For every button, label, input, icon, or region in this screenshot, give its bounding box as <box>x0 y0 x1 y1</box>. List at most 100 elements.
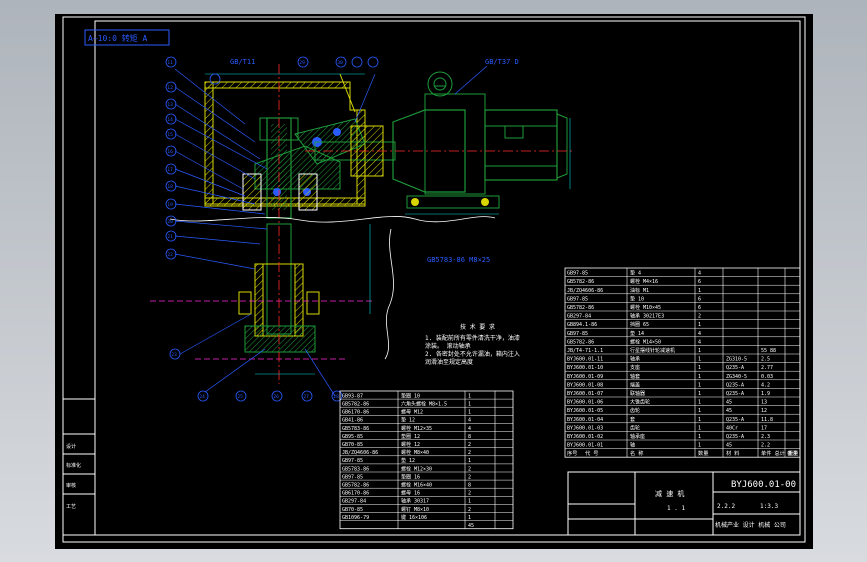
bom-right-qty: 1 <box>698 365 701 371</box>
callout-number: 26 <box>273 394 279 400</box>
callout-balloons <box>165 56 379 402</box>
bom-right-qty: 1 <box>698 391 701 397</box>
bom-right-name: 油标 M1 <box>630 287 649 294</box>
bom-left-code: GB70-85 <box>342 507 363 513</box>
bom-right-header-cell: 代 号 <box>585 449 599 457</box>
callout-number: 23 <box>171 352 177 358</box>
bom-right-code: GB97-85 <box>567 271 588 277</box>
bom-left-last-value: 45 <box>468 523 474 529</box>
bom-right-material: ZG310-5 <box>726 357 747 363</box>
bom-left-name: 垫圈 12 <box>401 433 420 440</box>
bom-right-qty: 1 <box>698 425 701 431</box>
bom-right-qty: 1 <box>698 443 701 449</box>
bom-right-material: 45 <box>726 408 732 414</box>
bom-left-code: GB97-85 <box>342 458 363 464</box>
bom-right-name: 轴承 <box>630 356 640 363</box>
bom-left-name: 螺钉 M8×10 <box>401 506 429 513</box>
bom-left-code: GB95-85 <box>342 434 363 440</box>
callout-number: 19 <box>167 202 173 208</box>
total-weight: 2.2.2 <box>717 503 735 510</box>
bom-left-code: GB70-85 <box>342 442 363 448</box>
bom-right-name: 轴承 30217E3 <box>630 313 664 320</box>
bom-left-code: GB97-85 <box>342 474 363 480</box>
bom-right-material: ZG340-5 <box>726 374 747 380</box>
left-block-row-4: 工艺 <box>66 504 76 510</box>
bom-right-header-cell: 名 称 <box>630 449 644 457</box>
bom-left-code: GB6170-86 <box>342 410 369 416</box>
bom-right-code: GB97-85 <box>567 296 588 302</box>
bom-right-qty: 1 <box>698 288 701 294</box>
tech-note-line-4: 润滑油至规定高度 <box>425 358 473 366</box>
bom-right-name: 齿轮 <box>630 407 640 414</box>
callout-number: 25 <box>237 394 243 400</box>
callout-number: 15 <box>167 132 173 138</box>
bom-left-name: 垫 12 <box>401 457 415 464</box>
bom-left-name: 螺栓 M12×30 <box>401 465 432 472</box>
bom-left-name: 键 16×106 <box>401 514 427 521</box>
bom-left-name: 六角头螺栓 M8×1.5 <box>401 401 447 408</box>
bom-left-qty: 8 <box>468 483 471 489</box>
bom-left-qty: 2 <box>468 466 471 472</box>
bom-left-code: GB1096-79 <box>342 515 369 521</box>
callout-text-bottom: GB5783-86 M8×25 <box>427 256 490 264</box>
left-block-row-3: 审核 <box>66 482 76 489</box>
left-block-row-1: 设计 <box>66 443 76 450</box>
bom-right-code: GB5782-86 <box>567 339 594 345</box>
bom-right-header-cell: 备注 <box>787 449 797 457</box>
callout-number: 24 <box>199 394 205 400</box>
callout-number: 14 <box>167 117 173 123</box>
tech-note-line-1: 1. 装配前所有零件清洗干净，油漆 <box>425 334 520 342</box>
bom-left-code: GB5783-86 <box>342 466 369 472</box>
bom-right-qty: 1 <box>698 408 701 414</box>
callout-number: 28 <box>333 394 339 400</box>
drawing-canvas[interactable]: A—10:0 转矩 A <box>55 14 813 549</box>
callout-text-top-right: GB/T37 D <box>485 58 519 66</box>
callout-number: 16 <box>167 149 173 155</box>
bom-left-name: 螺栓 M8×40 <box>401 449 429 456</box>
tech-note-line-2: 涂装。 滚动轴承 <box>425 342 471 350</box>
bom-left-name: 螺栓 M16×40 <box>401 482 432 489</box>
assembly-view <box>150 64 575 384</box>
bom-right-weight: 2.2 <box>761 443 770 449</box>
bom-right-name: 垫 4 <box>630 270 641 277</box>
bom-right-code: BYJ600.01-04 <box>567 417 603 423</box>
left-revision-block: 设计 标准化 审核 工艺 <box>62 398 96 536</box>
callout-text-top-left: GB/T11 <box>230 58 255 66</box>
cad-drawing: A—10:0 转矩 A <box>62 16 806 543</box>
bom-left-code: GB5782-86 <box>342 483 369 489</box>
bom-right-name: 螺栓 M14×50 <box>630 338 661 345</box>
bom-right-code: BYJ600.01-05 <box>567 408 603 414</box>
bom-right-header-cell: 数量 <box>698 449 708 457</box>
bom-right-name: 行星摆线针轮减速机 <box>630 347 675 354</box>
bom-right-weight: 1.9 <box>761 391 770 397</box>
bom-right-weight: 13 <box>761 400 767 406</box>
bom-right-code: BYJ600.01-08 <box>567 382 603 388</box>
sheet-number: 1 . 1 <box>667 505 685 512</box>
bom-left-code: GB5782-86 <box>342 402 369 408</box>
bom-right-qty: 1 <box>698 400 701 406</box>
bom-right-code: BYJ600.01-10 <box>567 365 603 371</box>
bom-right-code: BYJ600.01-02 <box>567 434 603 440</box>
bom-right-name: 挡圈 65 <box>630 321 649 328</box>
bom-right-name: 螺栓 M10×45 <box>630 304 661 311</box>
bom-left-qty: 1 <box>468 499 471 505</box>
title-block-name: 减 速 机 <box>655 489 684 498</box>
bom-left-qty: 4 <box>468 426 471 432</box>
bom-right-code: BYJ600.01-07 <box>567 391 603 397</box>
bom-right-qty: 4 <box>698 339 701 345</box>
callout-number: 20 <box>167 219 173 225</box>
bom-left-code: GB41-86 <box>342 418 363 424</box>
view-title-box <box>84 29 170 46</box>
bom-right-name: 支座 <box>630 364 640 371</box>
callout-number: 29 <box>299 60 305 66</box>
bom-right-code: BYJ600.01-06 <box>567 400 603 406</box>
bom-right-weight: 2.77 <box>761 365 773 371</box>
callout-number: 27 <box>303 394 309 400</box>
bom-right-name: 端盖 <box>630 381 640 388</box>
bom-right-header-cell: 序号 <box>567 449 577 457</box>
bom-left-qty: 2 <box>468 474 471 480</box>
bom-right-material: 40Cr <box>726 425 738 431</box>
bom-right-name: 套 <box>630 416 635 423</box>
bom-right-qty: 4 <box>698 331 701 337</box>
bom-left-qty: 2 <box>468 491 471 497</box>
